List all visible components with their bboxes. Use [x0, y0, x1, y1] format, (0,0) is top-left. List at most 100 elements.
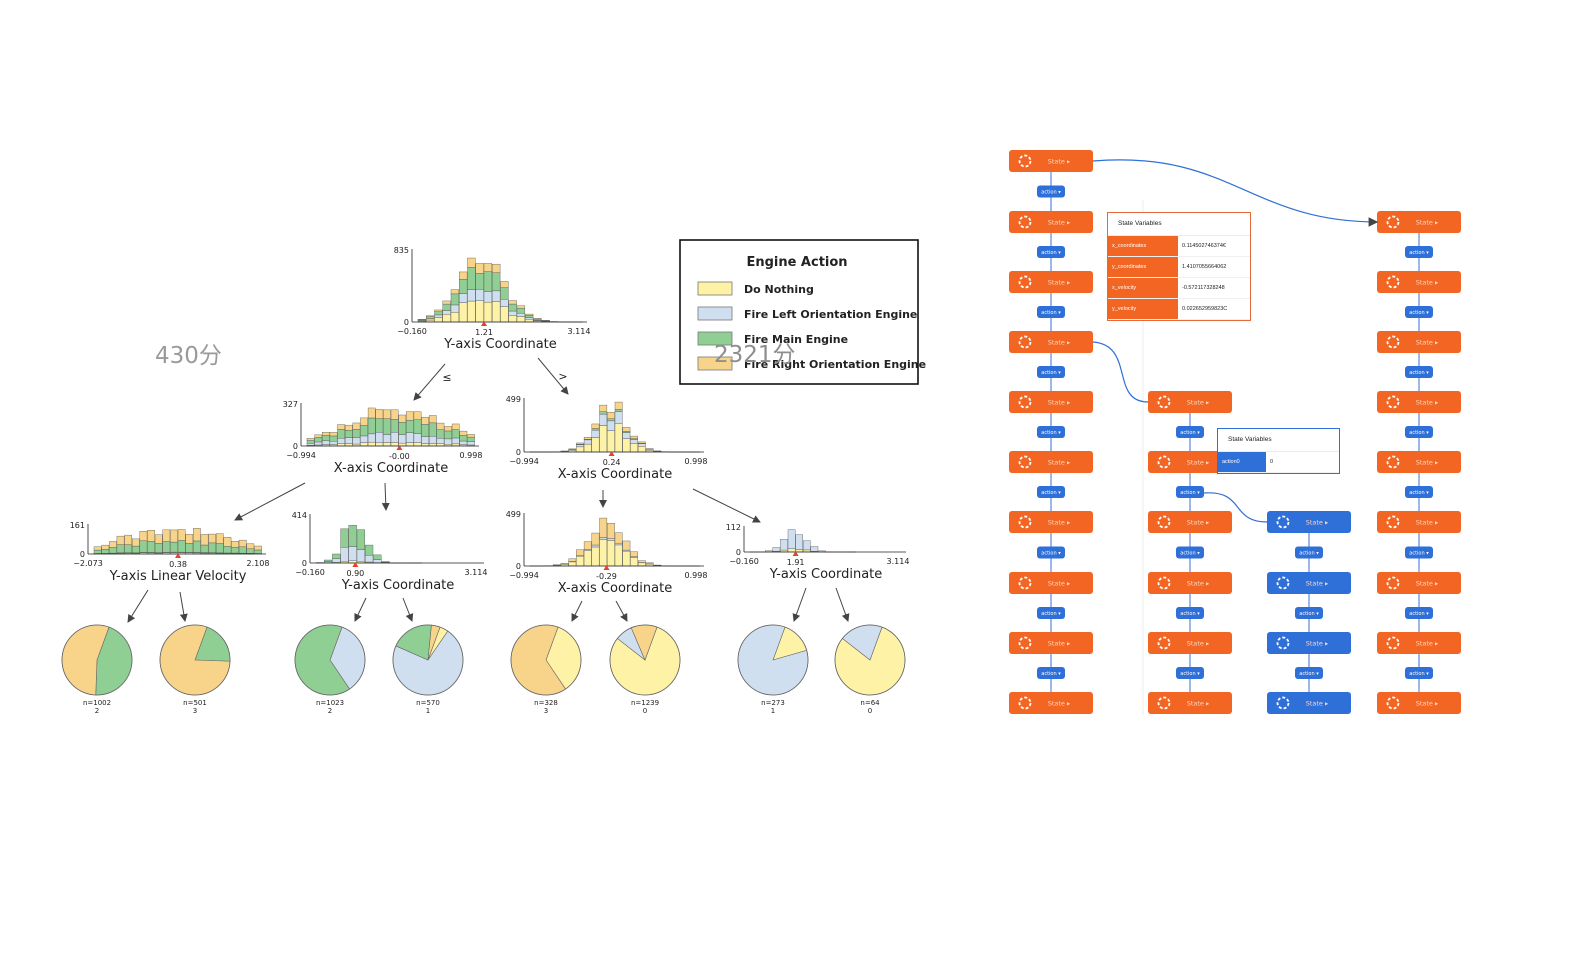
state-node-label: State ▸ — [1306, 580, 1329, 588]
histogram-bar — [607, 412, 614, 418]
state-node-label: State ▸ — [1416, 219, 1439, 227]
histogram-bar — [399, 422, 406, 434]
histogram-bar — [452, 424, 459, 430]
histogram-bar — [360, 436, 367, 443]
state-var-key: x_velocity — [1108, 278, 1178, 298]
histogram-bar — [365, 555, 373, 562]
tree-edge-arrow — [572, 601, 582, 621]
histogram-bar — [638, 444, 645, 446]
histogram-bar — [140, 531, 147, 540]
histogram-bar — [330, 436, 337, 441]
histogram-bar — [638, 561, 645, 563]
histogram-bar — [239, 547, 246, 553]
action-var-row: action0 0 — [1218, 452, 1339, 473]
histogram-bar — [193, 528, 200, 541]
histogram-bar — [525, 318, 533, 320]
x-min-tick: −0.994 — [509, 457, 539, 466]
histogram-bar — [509, 301, 517, 304]
histogram-bar — [435, 312, 443, 315]
action-node-label: action ▾ — [1299, 611, 1319, 617]
histogram-bar — [414, 412, 421, 420]
histogram-bar — [406, 433, 413, 443]
histogram-bar — [607, 431, 614, 452]
histogram-bar — [209, 543, 216, 553]
leaf-sample-count: n=1002 — [83, 699, 111, 707]
legend-label: Do Nothing — [744, 283, 814, 296]
histogram-bar — [435, 310, 443, 312]
histogram-bar — [584, 551, 591, 566]
histogram-bar — [373, 555, 381, 560]
y-max-tick: 499 — [506, 395, 521, 404]
leaf-class: 3 — [193, 707, 197, 715]
histogram-bar — [373, 560, 381, 563]
histogram-bar — [429, 423, 436, 436]
x-min-tick: −2.073 — [73, 559, 103, 568]
action-node-label: action ▾ — [1041, 671, 1061, 677]
histogram-bar — [451, 294, 459, 305]
histogram-bar — [600, 412, 607, 414]
histogram-bar — [345, 438, 352, 444]
state-var-value: 0.022652959823C — [1178, 299, 1250, 319]
histogram-bar — [788, 549, 795, 552]
histogram-bar — [216, 534, 223, 544]
tree-edge-arrow — [385, 483, 386, 510]
histogram-bar — [444, 431, 451, 439]
y-max-tick: 327 — [283, 400, 298, 409]
histogram-bar — [561, 563, 568, 564]
histogram-bar — [216, 544, 223, 553]
histogram-bar — [615, 402, 622, 409]
histogram-bar — [630, 443, 637, 452]
histogram-bar — [459, 303, 467, 322]
histogram-bar — [525, 315, 533, 317]
histogram-bar — [460, 431, 467, 435]
histogram-bar — [492, 273, 500, 291]
histogram-bar — [615, 545, 622, 566]
histogram-bar — [170, 542, 177, 552]
y-min-tick: 0 — [293, 442, 298, 451]
histogram-bar — [322, 435, 329, 441]
histogram-bar — [117, 536, 124, 545]
action-variables-title: State Variables — [1218, 429, 1339, 452]
histogram-bar — [607, 523, 614, 538]
histogram-bar — [315, 442, 322, 445]
split-value: 1.91 — [787, 558, 805, 567]
x-min-tick: −0.994 — [286, 451, 316, 460]
histogram-bar — [391, 410, 398, 419]
histogram-bar — [383, 419, 390, 435]
histogram-bar — [476, 301, 484, 322]
histogram-bar — [467, 442, 474, 445]
state-node-label: State ▸ — [1306, 519, 1329, 527]
histogram-bar — [360, 443, 367, 446]
histogram-bar — [569, 559, 576, 562]
split-le-symbol: ≤ — [442, 371, 451, 384]
histogram-bar — [324, 560, 332, 562]
histogram-bar — [247, 549, 254, 553]
histogram-bar — [630, 552, 637, 557]
action-node-label: action ▾ — [1299, 551, 1319, 557]
state-node-label: State ▸ — [1048, 399, 1071, 407]
histogram-bar — [600, 426, 607, 452]
leaf-sample-count: n=570 — [416, 699, 440, 707]
node-axis-label: Y-axis Coordinate — [443, 337, 557, 352]
state-node-label: State ▸ — [1048, 459, 1071, 467]
state-node-label: State ▸ — [1416, 339, 1439, 347]
histogram-bar — [330, 432, 337, 436]
state-node-label: State ▸ — [1187, 640, 1210, 648]
state-var-row: y_coordinates 1.4107055664062 — [1108, 257, 1250, 278]
histogram-bar — [467, 434, 474, 437]
histogram-bar — [460, 435, 467, 441]
histogram-bar — [426, 316, 434, 317]
histogram-bar — [600, 405, 607, 412]
histogram-bar — [426, 319, 434, 320]
histogram-bar — [452, 430, 459, 438]
histogram-bar — [193, 541, 200, 552]
histogram-bar — [422, 417, 429, 424]
histogram-bar — [163, 542, 170, 553]
state-node-label: State ▸ — [1416, 279, 1439, 287]
histogram-bar — [773, 548, 780, 552]
histogram-bar — [254, 550, 261, 554]
histogram-bar — [525, 319, 533, 322]
action-var-key: action0 — [1218, 452, 1266, 472]
histogram-bar — [615, 412, 622, 424]
action-node-label: action ▾ — [1409, 430, 1429, 436]
